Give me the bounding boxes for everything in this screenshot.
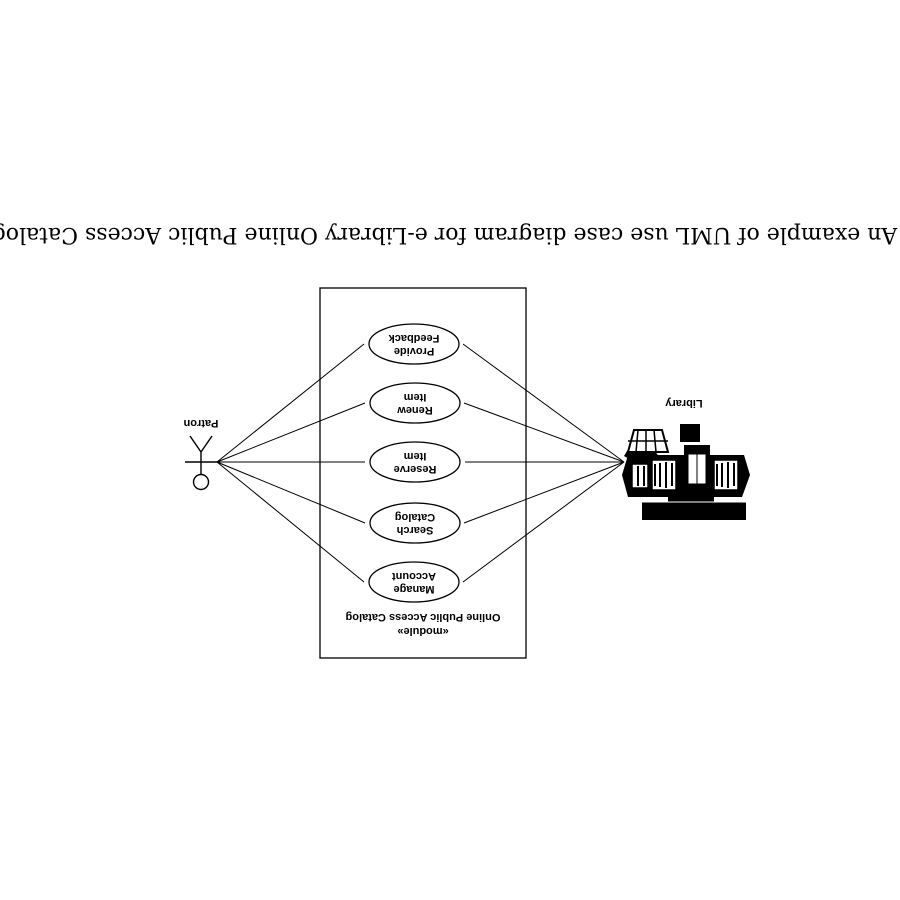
use-case-search-catalog: Search Catalog bbox=[369, 502, 461, 544]
association-line bbox=[216, 402, 366, 463]
use-case-label: Search bbox=[396, 524, 433, 536]
use-case-label: Provide bbox=[394, 345, 434, 357]
association-line bbox=[216, 343, 365, 463]
actor-label-patron: Patron bbox=[183, 417, 218, 429]
system-boundary bbox=[319, 287, 527, 659]
library-building-icon bbox=[622, 424, 750, 520]
actor-head bbox=[192, 473, 210, 491]
use-case-ellipse bbox=[369, 502, 461, 544]
use-case-label: Catalog bbox=[395, 511, 435, 523]
association-line bbox=[216, 461, 366, 524]
use-case-label: Renew bbox=[397, 404, 433, 416]
stick-figure-icon bbox=[185, 435, 217, 491]
system-name: Online Public Access Catalog bbox=[346, 611, 501, 623]
association-line bbox=[462, 343, 625, 463]
use-case-label: Manage bbox=[394, 583, 435, 595]
diagram-caption: * An example of UML use case diagram for… bbox=[0, 222, 900, 247]
use-case-ellipse bbox=[369, 441, 461, 483]
association-lines bbox=[216, 343, 625, 583]
association-line bbox=[463, 402, 625, 463]
use-case-label: Account bbox=[392, 570, 436, 582]
use-case-label: Feedback bbox=[388, 332, 440, 344]
use-case-manage-account: Manage Account bbox=[368, 561, 460, 603]
use-case-ellipse bbox=[368, 323, 460, 365]
use-case-ellipse bbox=[369, 382, 461, 424]
association-line bbox=[216, 461, 365, 583]
association-line bbox=[462, 461, 625, 583]
use-case-provide-feedback: Provide Feedback bbox=[368, 323, 460, 365]
actor-leg bbox=[189, 435, 202, 453]
association-line bbox=[463, 461, 625, 524]
use-case-renew-item: Renew Item bbox=[369, 382, 461, 424]
use-case-label: Item bbox=[403, 391, 426, 403]
use-case-label: Reserve bbox=[394, 463, 437, 475]
system-stereotype: «module» bbox=[397, 625, 448, 637]
use-case-label: Item bbox=[403, 450, 426, 462]
actor-leg bbox=[200, 435, 213, 453]
use-case-ellipse bbox=[368, 561, 460, 603]
actor-label-library: Library bbox=[664, 397, 702, 409]
use-case-reserve-item: Reserve Item bbox=[369, 441, 461, 483]
